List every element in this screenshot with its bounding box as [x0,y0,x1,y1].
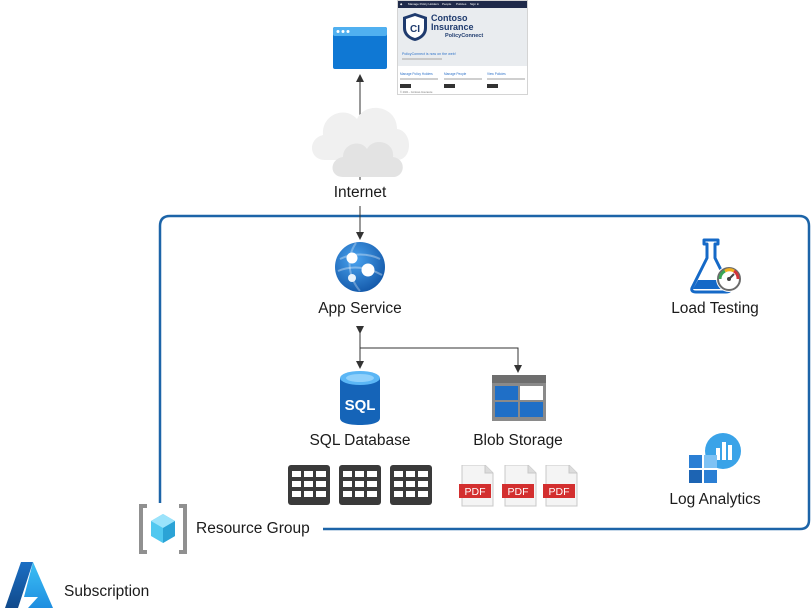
webpage-col-button [444,84,455,88]
webpage-brand-line3: PolicyConnect [445,33,484,39]
webpage-nav-item: People [442,2,452,6]
app-service-globe-icon [335,242,385,292]
browser-window-icon [333,27,387,69]
log-analytics-icon [689,433,741,483]
webpage-nav-item: Sign in [470,2,480,6]
webpage-col-button [487,84,498,88]
svg-text:PDF: PDF [549,486,570,498]
internet-label: Internet [320,184,400,202]
webpage-nav-item: Manage Policy Holders [408,2,439,6]
pdf-document-icon: PDF [543,465,578,507]
pdf-document-icon: PDF [459,465,494,507]
svg-text:SQL: SQL [345,397,376,414]
svg-text:CI: CI [410,24,420,35]
log-analytics-label: Log Analytics [669,491,761,508]
webpage-nav: ◆ Manage Policy Holders People Policies … [398,1,527,8]
webpage-brand-line1: Contoso [431,13,468,23]
table-grid-icon [339,465,381,505]
resource-group-label: Resource Group [196,520,310,537]
resource-group-icon [139,504,187,554]
webpage-brand-line2: Insurance [431,22,474,32]
app-service-label: App Service [318,300,402,317]
sql-database-label: SQL Database [309,432,411,449]
cloud-icon [311,107,409,177]
webpage-col-title: Manage Policy Holders [400,72,433,76]
contoso-logo-icon: CI [403,13,427,41]
table-grid-icon [390,465,432,505]
svg-text:PDF: PDF [508,486,529,498]
webpage-nav-item: Policies [456,2,467,6]
webpage-tagline: PolicyConnect is now on the web! [402,52,456,56]
resource-group-frame [158,214,811,531]
table-grid-icon [288,465,330,505]
blob-storage-icon [492,375,546,421]
pdf-document-icon: PDF [502,465,537,507]
blob-storage-label: Blob Storage [473,432,563,449]
sql-database-icon: SQL [340,371,380,425]
webpage-screenshot: ◆ Manage Policy Holders People Policies … [397,0,528,95]
load-testing-flask-icon [690,238,742,294]
webpage-col-button [400,84,411,88]
subscription-label: Subscription [64,583,150,600]
webpage-col-title: Manage People [444,72,467,76]
webpage-footer: © 2021 - Contoso Insurance [400,91,433,94]
load-testing-label: Load Testing [671,300,759,317]
webpage-hero: CI Contoso Insurance PolicyConnect Polic… [398,8,527,66]
webpage-col-title: View Policies [487,72,506,76]
azure-subscription-icon [5,562,53,608]
svg-text:PDF: PDF [465,486,486,498]
